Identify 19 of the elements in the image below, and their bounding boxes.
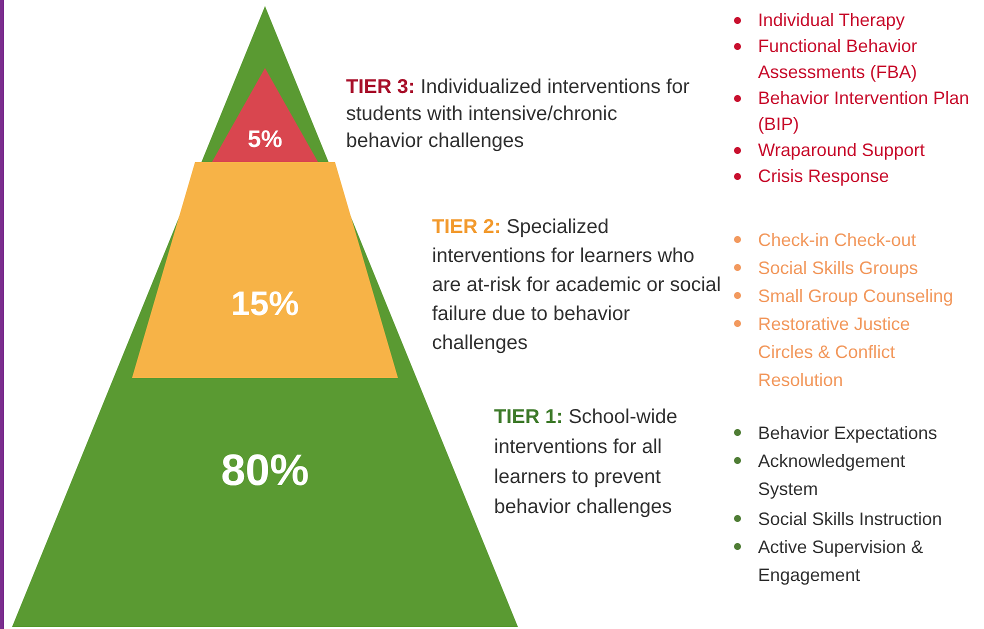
list-item: Wraparound Support [732,137,972,163]
percentage-label: 5% [246,126,284,154]
percentage-label: 15% [230,285,300,324]
list-item: Restorative Justice Circles & Conflict Resolution [732,310,942,394]
list-item: Check-in Check-out [732,226,972,254]
list-item: Functional Behavior Assessments (FBA) [732,33,972,85]
list-item: Behavior Expectations [732,419,982,447]
list-item: Social Skills Instruction [732,505,982,533]
tier-description: TIER 1: School-wide interventions for all learners to prevent behavior challenges [494,405,678,520]
list-item: Behavior Intervention Plan (BIP) [732,85,972,137]
list-item: Acknowledgement System [732,447,962,503]
list-item: Crisis Response [732,163,972,189]
tier-description: TIER 3: Individualized interventions for students with intensive/chronic behavior challenges [346,75,691,154]
list-item: Small Group Counseling [732,282,982,310]
list-item: Individual Therapy [732,7,972,33]
tier-description: TIER 2: Specialized interventions for learners who are at-risk for academic or social failure due to behavior challenges [432,215,722,356]
percentage-label: 80% [220,446,310,496]
list-item: Active Supervision & Engagement [732,533,962,589]
list-item: Social Skills Groups [732,254,972,282]
